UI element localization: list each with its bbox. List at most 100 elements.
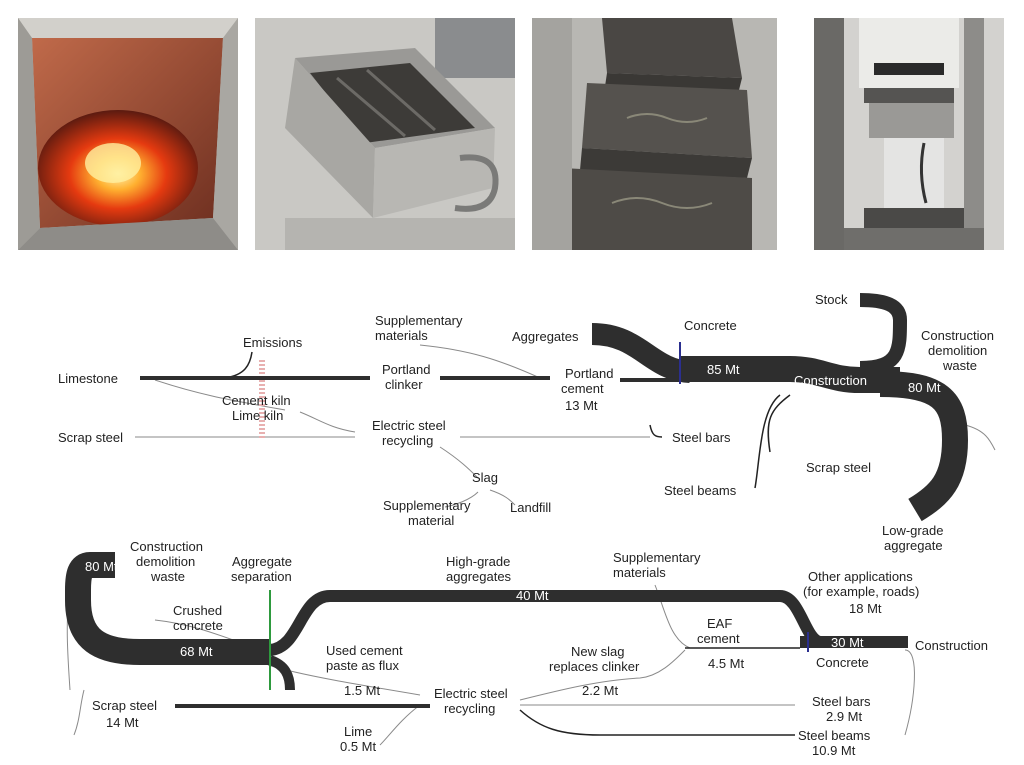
emission-curve <box>224 351 253 379</box>
crushed-value: 68 Mt <box>180 644 213 659</box>
lime-value: 0.5 Mt <box>340 739 377 754</box>
cement-value: 13 Mt <box>565 398 598 413</box>
low-grade-label-1: Low-grade <box>882 523 943 538</box>
cement-label-2: cement <box>561 381 604 396</box>
aggregates-label: Aggregates <box>512 329 579 344</box>
high-grade-label-2: aggregates <box>446 569 512 584</box>
construction-label-bottom: Construction <box>915 638 988 653</box>
scrap-steel-value-bottom: 14 Mt <box>106 715 139 730</box>
concrete-value: 85 Mt <box>707 362 740 377</box>
concrete-prisms-photo <box>532 18 777 250</box>
eaf-cement-label-2: cement <box>697 631 740 646</box>
eaf-label-2: recycling <box>382 433 433 448</box>
concrete-value-bottom: 30 Mt <box>831 635 864 650</box>
low-grade-label-2: aggregate <box>884 538 943 553</box>
agg-sep-label-2: separation <box>231 569 292 584</box>
supp-b-label-2: materials <box>613 565 666 580</box>
clinker-label-2: clinker <box>385 377 423 392</box>
construction-return-line <box>904 649 915 736</box>
scrap-drop-line <box>73 689 85 736</box>
steel-beams-label: Steel beams <box>664 483 737 498</box>
aggregates-band <box>591 323 692 383</box>
other-value: 18 Mt <box>849 601 882 616</box>
steel-beams-flow <box>519 709 795 736</box>
supp-to-cement-line <box>419 344 541 379</box>
compression-test-photo <box>814 18 1004 250</box>
steel-beams-value-bottom: 10.9 Mt <box>812 743 856 758</box>
cdw-label-b1: Construction <box>130 539 203 554</box>
landfill-label: Landfill <box>510 500 551 515</box>
cdw-label-3: waste <box>942 358 977 373</box>
supp-material-label-1: Supplementary <box>383 498 471 513</box>
slag-label: Slag <box>472 470 498 485</box>
eaf-label-1: Electric steel <box>372 418 446 433</box>
scrap-steel-label: Scrap steel <box>58 430 123 445</box>
eaf-label-b2: recycling <box>444 701 495 716</box>
cdw-side-line <box>964 424 996 451</box>
stock-band <box>859 293 907 375</box>
kiln-label-2: Lime kiln <box>232 408 283 423</box>
emissions-label: Emissions <box>243 335 303 350</box>
cdw-uturn-band <box>65 552 270 665</box>
steel-bars-value-bottom: 2.9 Mt <box>826 709 863 724</box>
slag-to-eaf-cement-line <box>519 649 686 701</box>
high-grade-value: 40 Mt <box>516 588 549 603</box>
scrap-steel-label-bottom: Scrap steel <box>92 698 157 713</box>
circular-system: 80 Mt Construction demolition waste Aggr… <box>65 539 988 758</box>
other-label-1: Other applications <box>808 569 913 584</box>
used-paste-label-1: Used cement <box>326 643 403 658</box>
cdw-value: 80 Mt <box>908 380 941 395</box>
crushed-label-2: concrete <box>173 618 223 633</box>
cdw-band <box>879 371 968 522</box>
scrap-out-flow <box>767 394 791 453</box>
mold-photo <box>255 18 515 250</box>
supp-label-2: materials <box>375 328 428 343</box>
cdw-label-2: demolition <box>928 343 987 358</box>
supp-material-label-2: material <box>408 513 454 528</box>
kiln-label-1: Cement kiln <box>222 393 291 408</box>
kiln-to-eaf-line <box>299 411 356 433</box>
agg-sep-label-1: Aggregate <box>232 554 292 569</box>
material-flow-diagram: Limestone Emissions Cement kiln Lime kil… <box>58 292 996 758</box>
supp-b-label-1: Supplementary <box>613 550 701 565</box>
high-grade-label-1: High-grade <box>446 554 510 569</box>
eaf-cement-label-1: EAF <box>707 616 732 631</box>
supp-label-1: Supplementary <box>375 313 463 328</box>
furnace-photo <box>18 18 238 250</box>
residual-band <box>268 655 295 691</box>
current-system: Limestone Emissions Cement kiln Lime kil… <box>58 292 996 553</box>
cdw-value-bottom: 80 Mt <box>85 559 118 574</box>
cement-label-1: Portland <box>565 366 613 381</box>
slag-to-landfill-line <box>489 489 516 506</box>
stock-label: Stock <box>815 292 848 307</box>
limestone-to-kiln-line <box>154 379 286 411</box>
steel-beams-flow <box>754 394 781 489</box>
steel-bars-label: Steel bars <box>672 430 731 445</box>
high-grade-band <box>268 590 823 656</box>
concrete-label: Concrete <box>684 318 737 333</box>
new-slag-label-2: replaces clinker <box>549 659 640 674</box>
new-slag-value: 2.2 Mt <box>582 683 619 698</box>
clinker-label-1: Portland <box>382 362 430 377</box>
scrap-steel-out-label: Scrap steel <box>806 460 871 475</box>
eaf-label-b1: Electric steel <box>434 686 508 701</box>
limestone-label: Limestone <box>58 371 118 386</box>
steel-bars-flow <box>649 424 663 438</box>
concrete-band <box>680 356 900 393</box>
cdw-label-b2: demolition <box>136 554 195 569</box>
cdw-label-b3: waste <box>150 569 185 584</box>
eaf-cement-value: 4.5 Mt <box>708 656 745 671</box>
slag-to-supp-line <box>444 491 479 508</box>
concrete-label-bottom: Concrete <box>816 655 869 670</box>
used-paste-value: 1.5 Mt <box>344 683 381 698</box>
lime-label: Lime <box>344 724 372 739</box>
lime-line <box>379 704 421 746</box>
used-paste-label-2: paste as flux <box>326 658 399 673</box>
other-label-2: (for example, roads) <box>803 584 919 599</box>
steel-bars-label-bottom: Steel bars <box>812 694 871 709</box>
construction-label: Construction <box>794 373 867 388</box>
crushed-label-1: Crushed <box>173 603 222 618</box>
eaf-to-slag-line <box>439 446 479 479</box>
new-slag-label-1: New slag <box>571 644 624 659</box>
steel-beams-label-bottom: Steel beams <box>798 728 871 743</box>
